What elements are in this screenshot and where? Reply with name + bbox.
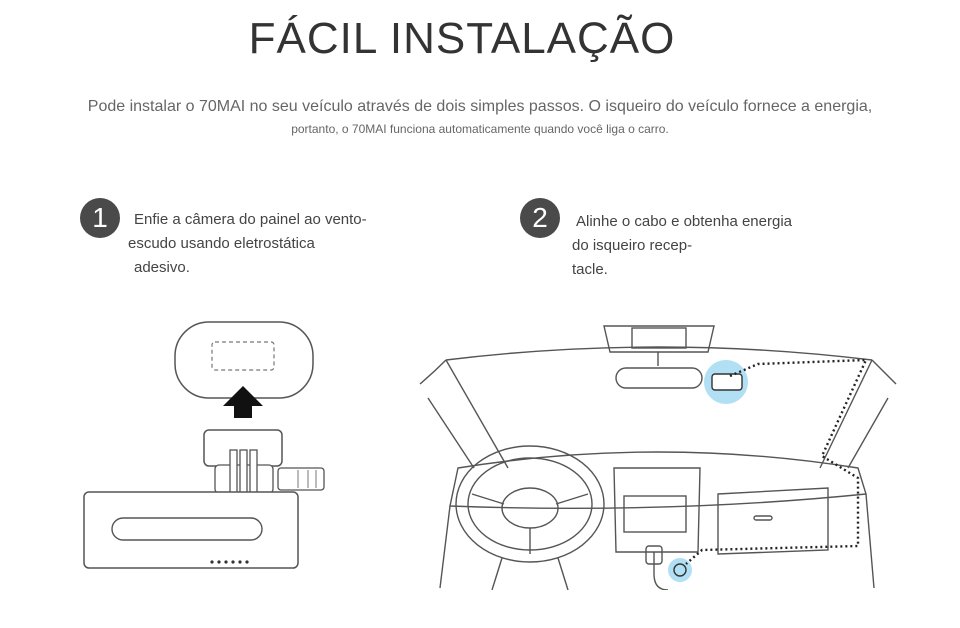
step-1-badge: 1 [80, 198, 120, 238]
page-title: FÁCIL INSTALAÇÃO [248, 14, 676, 63]
subtitle-line-1: Pode instalar o 70MAI no seu veículo atr… [87, 98, 873, 115]
dashcam-icon [83, 321, 325, 569]
step-1-text: Enfie a câmera do painel ao vento- escud… [128, 208, 367, 280]
step-2-line-3: tacle. [572, 261, 608, 278]
subtitle-line-2: portanto, o 70MAI funciona automaticamen… [291, 122, 669, 136]
step-2-text: Alinhe o cabo e obtenha energia do isque… [572, 210, 793, 282]
step-1-line-1: Enfie a câmera do painel ao vento- [134, 211, 367, 228]
car-interior-icon [419, 325, 897, 590]
step-2-line-2: do isqueiro recep- [572, 237, 693, 254]
step-2-badge: 2 [520, 198, 560, 238]
step-1-line-3: adesivo. [134, 259, 190, 276]
up-arrow-icon [223, 386, 263, 418]
step-1-line-2: escudo usando eletrostática [128, 235, 315, 252]
step-2-line-1: Alinhe o cabo e obtenha energia [576, 213, 793, 230]
